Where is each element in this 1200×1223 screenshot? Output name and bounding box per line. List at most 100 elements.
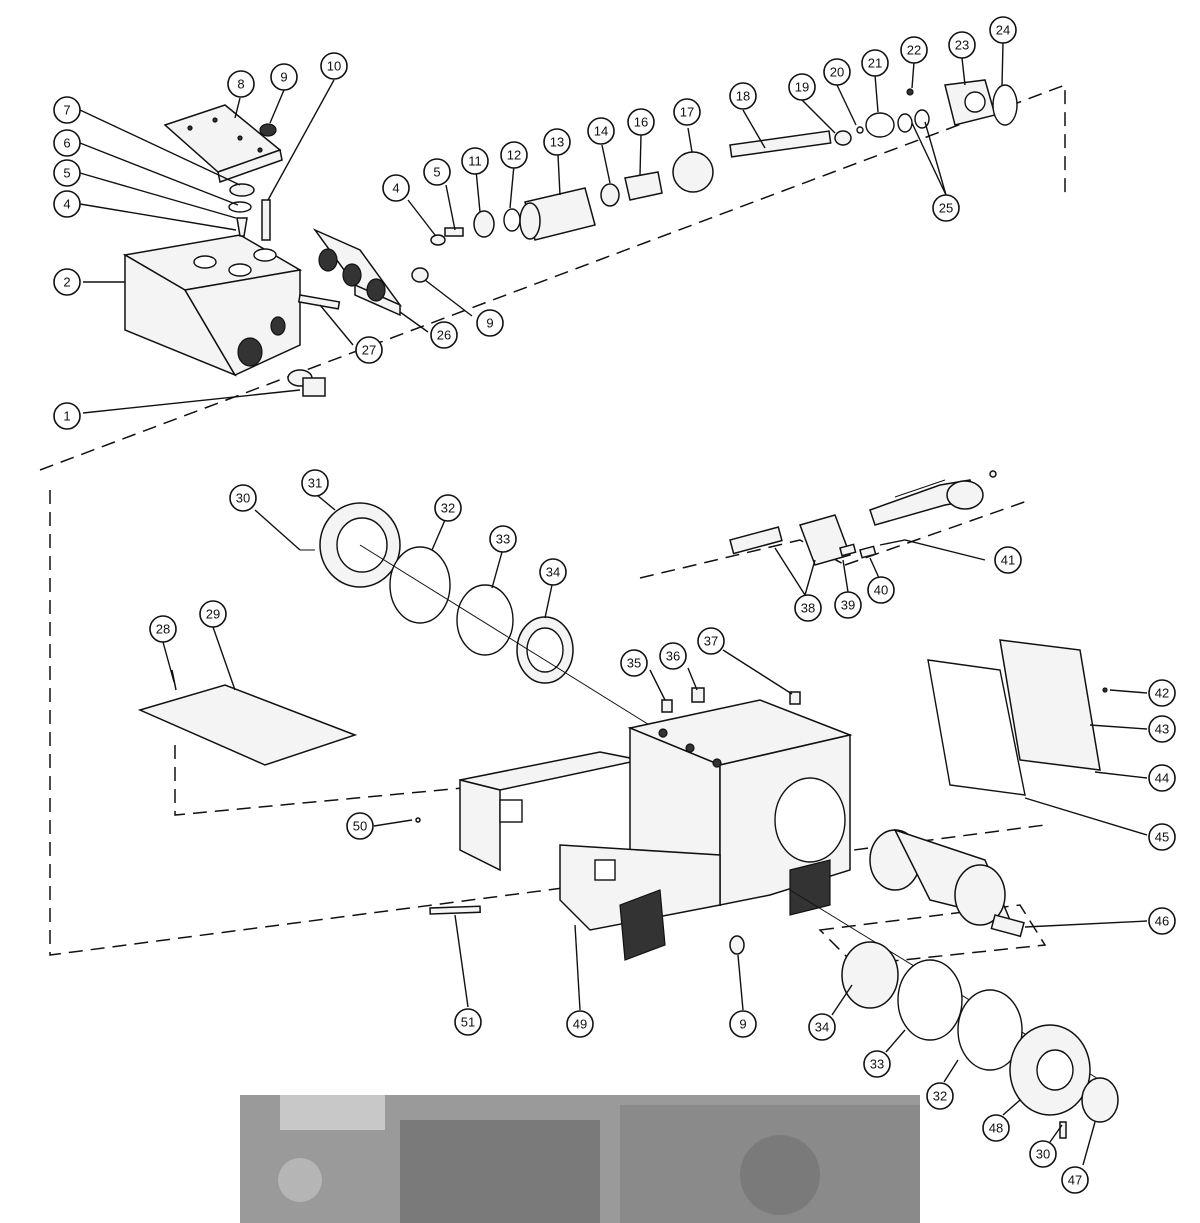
callout-30-lower: 30 [1029, 1140, 1057, 1168]
callout-17: 17 [673, 98, 701, 126]
callout-42: 42 [1148, 679, 1176, 707]
callout-47: 47 [1061, 1166, 1089, 1194]
callout-label: 43 [1155, 722, 1169, 737]
callout-14: 14 [587, 117, 615, 145]
callout-label: 31 [308, 476, 322, 491]
callout-8: 8 [227, 70, 255, 98]
callout-39: 39 [834, 591, 862, 619]
crankcase-frame-49 [459, 687, 853, 961]
callout-34-upper: 34 [539, 558, 567, 586]
callout-29: 29 [199, 600, 227, 628]
callout-10: 10 [320, 52, 348, 80]
callout-label: 49 [573, 1017, 587, 1032]
callout-12: 12 [500, 141, 528, 169]
callout-41: 41 [994, 546, 1022, 574]
callout-label: 25 [939, 201, 953, 216]
callout-label: 8 [237, 77, 244, 92]
callout-label: 47 [1068, 1173, 1082, 1188]
callout-label: 32 [933, 1089, 947, 1104]
callout-5-right: 5 [423, 158, 451, 186]
callout-label: 2 [63, 275, 70, 290]
manifold-cover-plate [163, 104, 283, 183]
callout-label: 30 [236, 491, 250, 506]
callout-label: 34 [546, 565, 560, 580]
manifold-block [122, 234, 303, 377]
callout-label: 12 [507, 148, 521, 163]
callout-38: 38 [794, 594, 822, 622]
seal-plate-26 [297, 228, 429, 317]
callout-label: 40 [874, 583, 888, 598]
callout-9-lower: 9 [729, 1010, 757, 1038]
callout-9-middle: 9 [476, 309, 504, 337]
callout-28: 28 [149, 615, 177, 643]
callout-48: 48 [982, 1114, 1010, 1142]
callout-label: 9 [280, 70, 287, 85]
callout-label: 26 [437, 328, 451, 343]
callout-label: 7 [63, 103, 70, 118]
callout-label: 14 [594, 124, 608, 139]
callout-20: 20 [823, 58, 851, 86]
callout-2: 2 [53, 268, 81, 296]
plunger-assembly [430, 79, 1018, 246]
leader-lines [79, 42, 1148, 1166]
callout-30-upper: 30 [229, 484, 257, 512]
rear-cover-42-45 [927, 639, 1108, 796]
callout-label: 24 [996, 23, 1010, 38]
callout-label: 9 [739, 1017, 746, 1032]
callout-44: 44 [1148, 764, 1176, 792]
callout-11: 11 [461, 147, 489, 175]
callout-label: 5 [63, 166, 70, 181]
callout-46: 46 [1148, 907, 1176, 935]
callout-16: 16 [627, 108, 655, 136]
callout-36: 36 [659, 642, 687, 670]
callout-label: 18 [736, 89, 750, 104]
callout-45: 45 [1148, 823, 1176, 851]
callout-32-lower: 32 [926, 1082, 954, 1110]
callout-label: 46 [1155, 914, 1169, 929]
callout-49: 49 [566, 1010, 594, 1038]
callout-label: 45 [1155, 830, 1169, 845]
callout-13: 13 [543, 128, 571, 156]
callout-label: 13 [550, 135, 564, 150]
callout-label: 33 [870, 1057, 884, 1072]
callout-22: 22 [900, 36, 928, 64]
callout-label: 41 [1001, 553, 1015, 568]
callout-7: 7 [53, 96, 81, 124]
valve-seat-parts [228, 123, 326, 397]
pump-photograph [240, 1095, 920, 1223]
callout-label: 17 [680, 105, 694, 120]
callout-label: 11 [468, 154, 482, 169]
assembly-boundary-lines [39, 83, 1066, 966]
callout-label: 1 [63, 409, 70, 424]
callout-label: 50 [353, 819, 367, 834]
callout-37: 37 [697, 627, 725, 655]
callout-label: 33 [496, 532, 510, 547]
callout-label: 27 [362, 343, 376, 358]
callout-26: 26 [430, 321, 458, 349]
callout-label: 9 [486, 316, 493, 331]
callout-4-left: 4 [53, 190, 81, 218]
callout-label: 35 [627, 656, 641, 671]
gaskets-and-bearings-upper [359, 544, 771, 801]
callout-24: 24 [989, 16, 1017, 44]
callout-33-lower: 33 [863, 1050, 891, 1078]
callout-label: 36 [666, 649, 680, 664]
callout-label: 51 [461, 1015, 475, 1030]
connecting-rod-assembly [729, 470, 997, 566]
callout-19: 19 [788, 73, 816, 101]
callout-label: 21 [868, 56, 882, 71]
callout-label: 34 [815, 1020, 829, 1035]
callout-31: 31 [301, 469, 329, 497]
callout-35: 35 [620, 649, 648, 677]
bearing-cover-31 [300, 502, 401, 588]
callout-label: 5 [433, 165, 440, 180]
callout-label: 39 [841, 598, 855, 613]
small-parts-lower [415, 817, 745, 955]
callout-label: 23 [955, 38, 969, 53]
callout-label: 42 [1155, 686, 1169, 701]
callout-label: 6 [63, 136, 70, 151]
callout-34-lower: 34 [808, 1013, 836, 1041]
callout-label: 30 [1036, 1147, 1050, 1162]
callout-label: 4 [63, 197, 70, 212]
callout-18: 18 [729, 82, 757, 110]
